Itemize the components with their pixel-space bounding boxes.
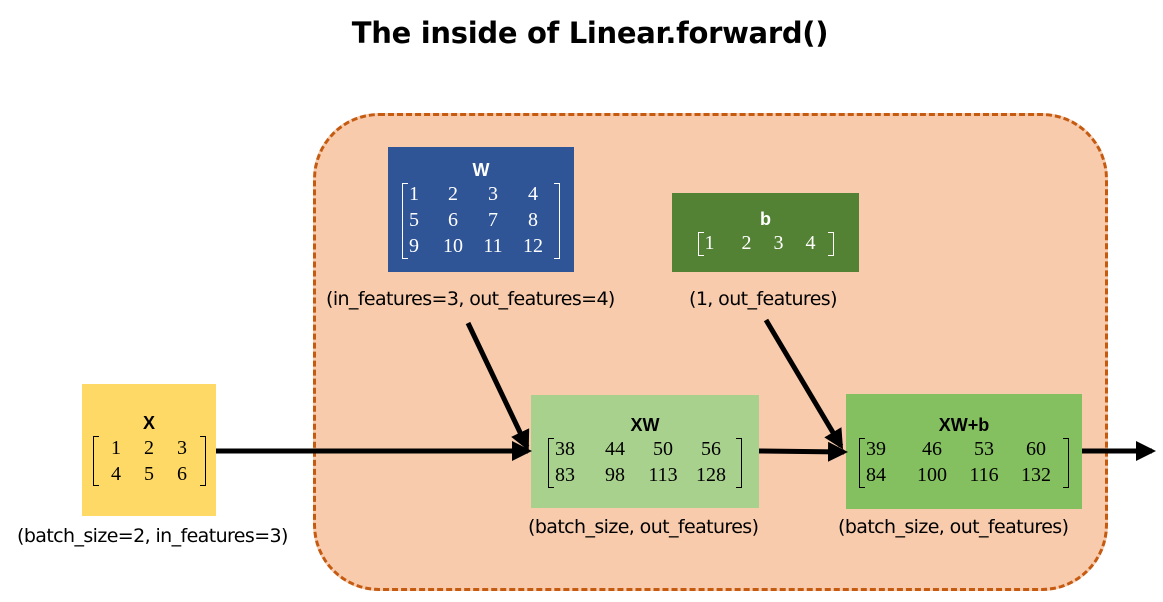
matrix-cell: 3: [177, 436, 187, 459]
matrix-cell: 3: [488, 183, 498, 205]
matrix-row: 1 2 3 4: [705, 231, 827, 257]
matrix-cell: 116: [969, 464, 999, 486]
product-xw-box: XW 38 44 50 56 83 98 113 128: [531, 395, 759, 508]
matrix-cell: 128: [696, 464, 726, 486]
bias-b-shape-label: (1, out_features): [689, 288, 838, 310]
matrix-cell: 4: [111, 462, 121, 485]
matrix-cell: 1: [704, 232, 715, 254]
matrix-row: 5 6 7 8: [409, 208, 553, 234]
matrix-cell: 38: [555, 438, 575, 460]
matrix-row: 1 2 3 4: [409, 182, 553, 208]
matrix-cell: 84: [866, 464, 886, 486]
weight-w-shape-label: (in_features=3, out_features=4): [326, 288, 615, 310]
arrow-xw-to-xwb: [758, 441, 848, 462]
matrix-cell: 98: [605, 464, 625, 486]
matrix-cell: 10: [443, 235, 463, 257]
output-xwb-matrix: 39 46 53 60 84 100 116 132: [859, 437, 1069, 489]
matrix-cell: 56: [701, 438, 721, 460]
matrix-cell: 7: [488, 209, 498, 231]
product-xw-label: XW: [630, 414, 660, 435]
output-xwb-label: XW+b: [938, 414, 990, 435]
matrix-cell: 5: [144, 462, 154, 485]
matrix-row: 83 98 113 128: [555, 463, 735, 489]
matrix-cell: 113: [648, 464, 678, 486]
matrix-cell: 6: [177, 462, 187, 485]
bias-b-label: b: [760, 208, 771, 229]
matrix-cell: 3: [773, 232, 784, 254]
output-xwb-box: XW+b 39 46 53 60 84 100 116 132: [846, 394, 1082, 509]
matrix-cell: 4: [805, 232, 816, 254]
product-xw-matrix: 38 44 50 56 83 98 113 128: [548, 437, 742, 489]
matrix-cell: 2: [741, 232, 752, 254]
matrix-cell: 1: [111, 436, 121, 459]
matrix-row: 1 2 3: [100, 435, 199, 461]
arrow-w-to-xw: [465, 321, 530, 451]
matrix-row: 84 100 116 132: [866, 463, 1062, 489]
arrow-b-to-xwb: [763, 318, 844, 450]
matrix-cell: 4: [528, 183, 538, 205]
matrix-row: 39 46 53 60: [866, 437, 1062, 463]
bias-b-matrix: 1 2 3 4: [697, 231, 834, 257]
input-x-matrix: 1 2 3 4 5 6: [92, 435, 206, 487]
matrix-row: 9 10 11 12: [409, 234, 553, 260]
matrix-cell: 53: [974, 438, 994, 460]
matrix-cell: 11: [483, 235, 503, 257]
matrix-cell: 46: [922, 438, 942, 460]
weight-w-label: W: [472, 159, 490, 180]
matrix-cell: 5: [409, 209, 419, 231]
diagram-title: The inside of Linear.forward(): [351, 16, 829, 50]
output-xwb-shape-label: (batch_size, out_features): [838, 516, 1069, 538]
matrix-cell: 2: [144, 436, 154, 459]
matrix-cell: 39: [866, 438, 886, 460]
matrix-cell: 100: [917, 464, 947, 486]
weight-w-matrix: 1 2 3 4 5 6 7 8 9 10 11 12: [402, 182, 560, 260]
matrix-cell: 12: [523, 235, 543, 257]
matrix-cell: 83: [555, 464, 575, 486]
matrix-cell: 1: [409, 183, 419, 205]
matrix-cell: 6: [448, 209, 458, 231]
input-x-label: X: [142, 413, 155, 433]
weight-w-box: W 1 2 3 4 5 6 7 8 9 10 11 12: [388, 147, 574, 272]
matrix-cell: 50: [653, 438, 673, 460]
matrix-cell: 60: [1026, 438, 1046, 460]
product-xw-shape-label: (batch_size, out_features): [528, 516, 759, 538]
matrix-row: 38 44 50 56: [555, 437, 735, 463]
matrix-cell: 8: [528, 209, 538, 231]
matrix-row: 4 5 6: [100, 461, 199, 487]
matrix-cell: 9: [409, 235, 419, 257]
input-x-shape-label: (batch_size=2, in_features=3): [17, 525, 288, 547]
matrix-cell: 132: [1021, 464, 1051, 486]
matrix-cell: 44: [605, 438, 625, 460]
matrix-cell: 2: [448, 183, 458, 205]
bias-b-box: b 1 2 3 4: [672, 193, 859, 272]
input-x-box: X 1 2 3 4 5 6: [82, 384, 216, 516]
